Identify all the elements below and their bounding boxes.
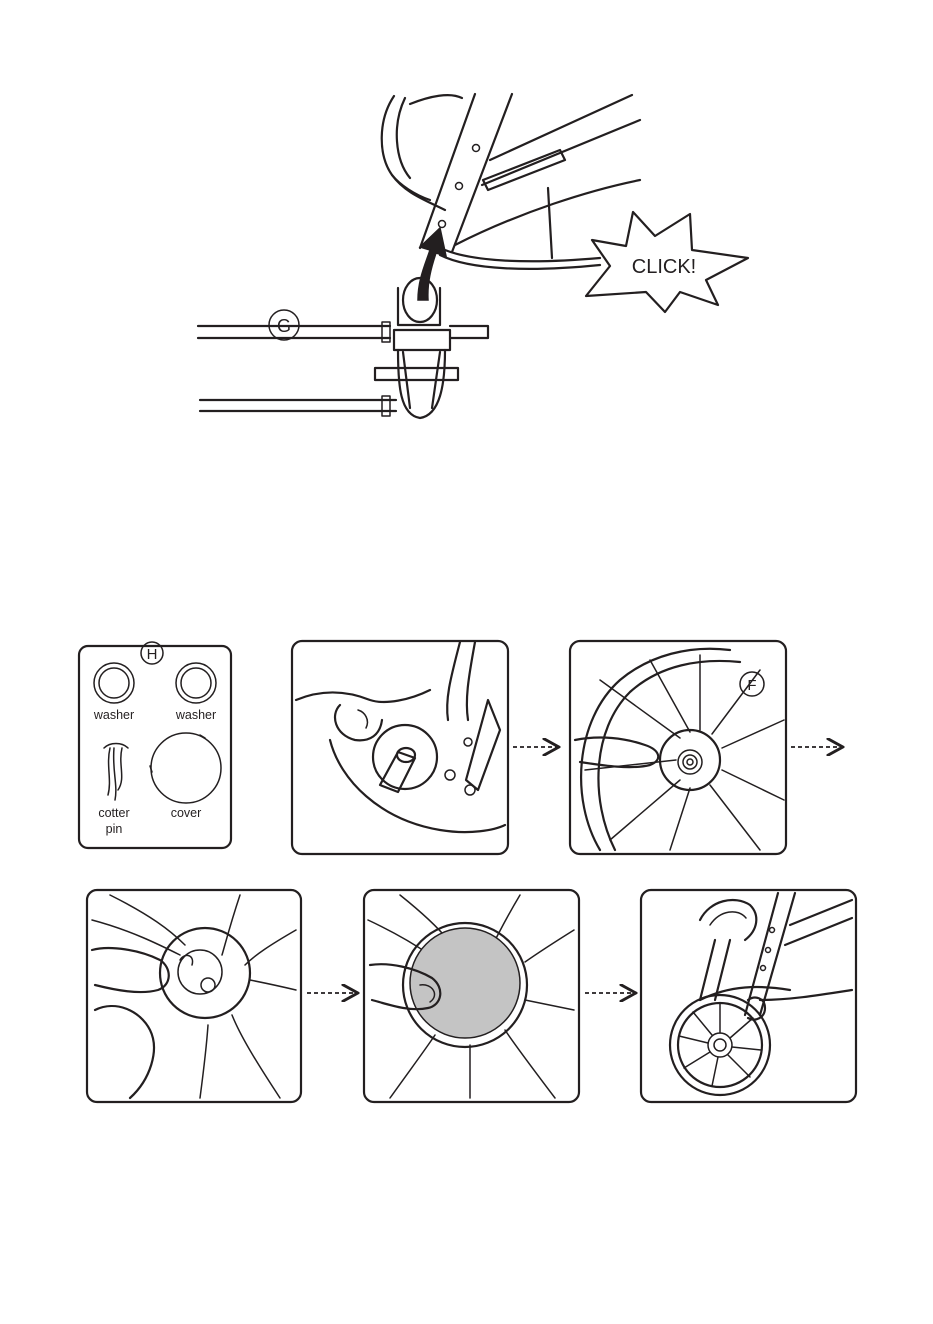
- cover-label: cover: [171, 806, 202, 820]
- washer-label: washer: [175, 708, 216, 722]
- washer-label: washer: [93, 708, 134, 722]
- part-f-label: F: [747, 677, 756, 694]
- step-panel-wheel: F: [570, 641, 786, 854]
- cotter-pin-label: cotter: [98, 806, 129, 820]
- cover-disc: [410, 928, 520, 1038]
- step-panel-washer: [292, 641, 508, 854]
- step-panel-cotter-pin: [87, 890, 301, 1102]
- part-h-label: H: [147, 646, 158, 663]
- step-panel-assembled: [641, 890, 856, 1102]
- top-figure: G CLICK!: [198, 94, 748, 418]
- cotter-pin-label: pin: [106, 822, 123, 836]
- parts-box: H washer washer cotter pin cover: [79, 642, 231, 848]
- rear-leg: [420, 94, 475, 248]
- step-panel-cover: [364, 890, 579, 1102]
- part-g-label: G: [277, 316, 291, 336]
- click-label: CLICK!: [632, 256, 696, 278]
